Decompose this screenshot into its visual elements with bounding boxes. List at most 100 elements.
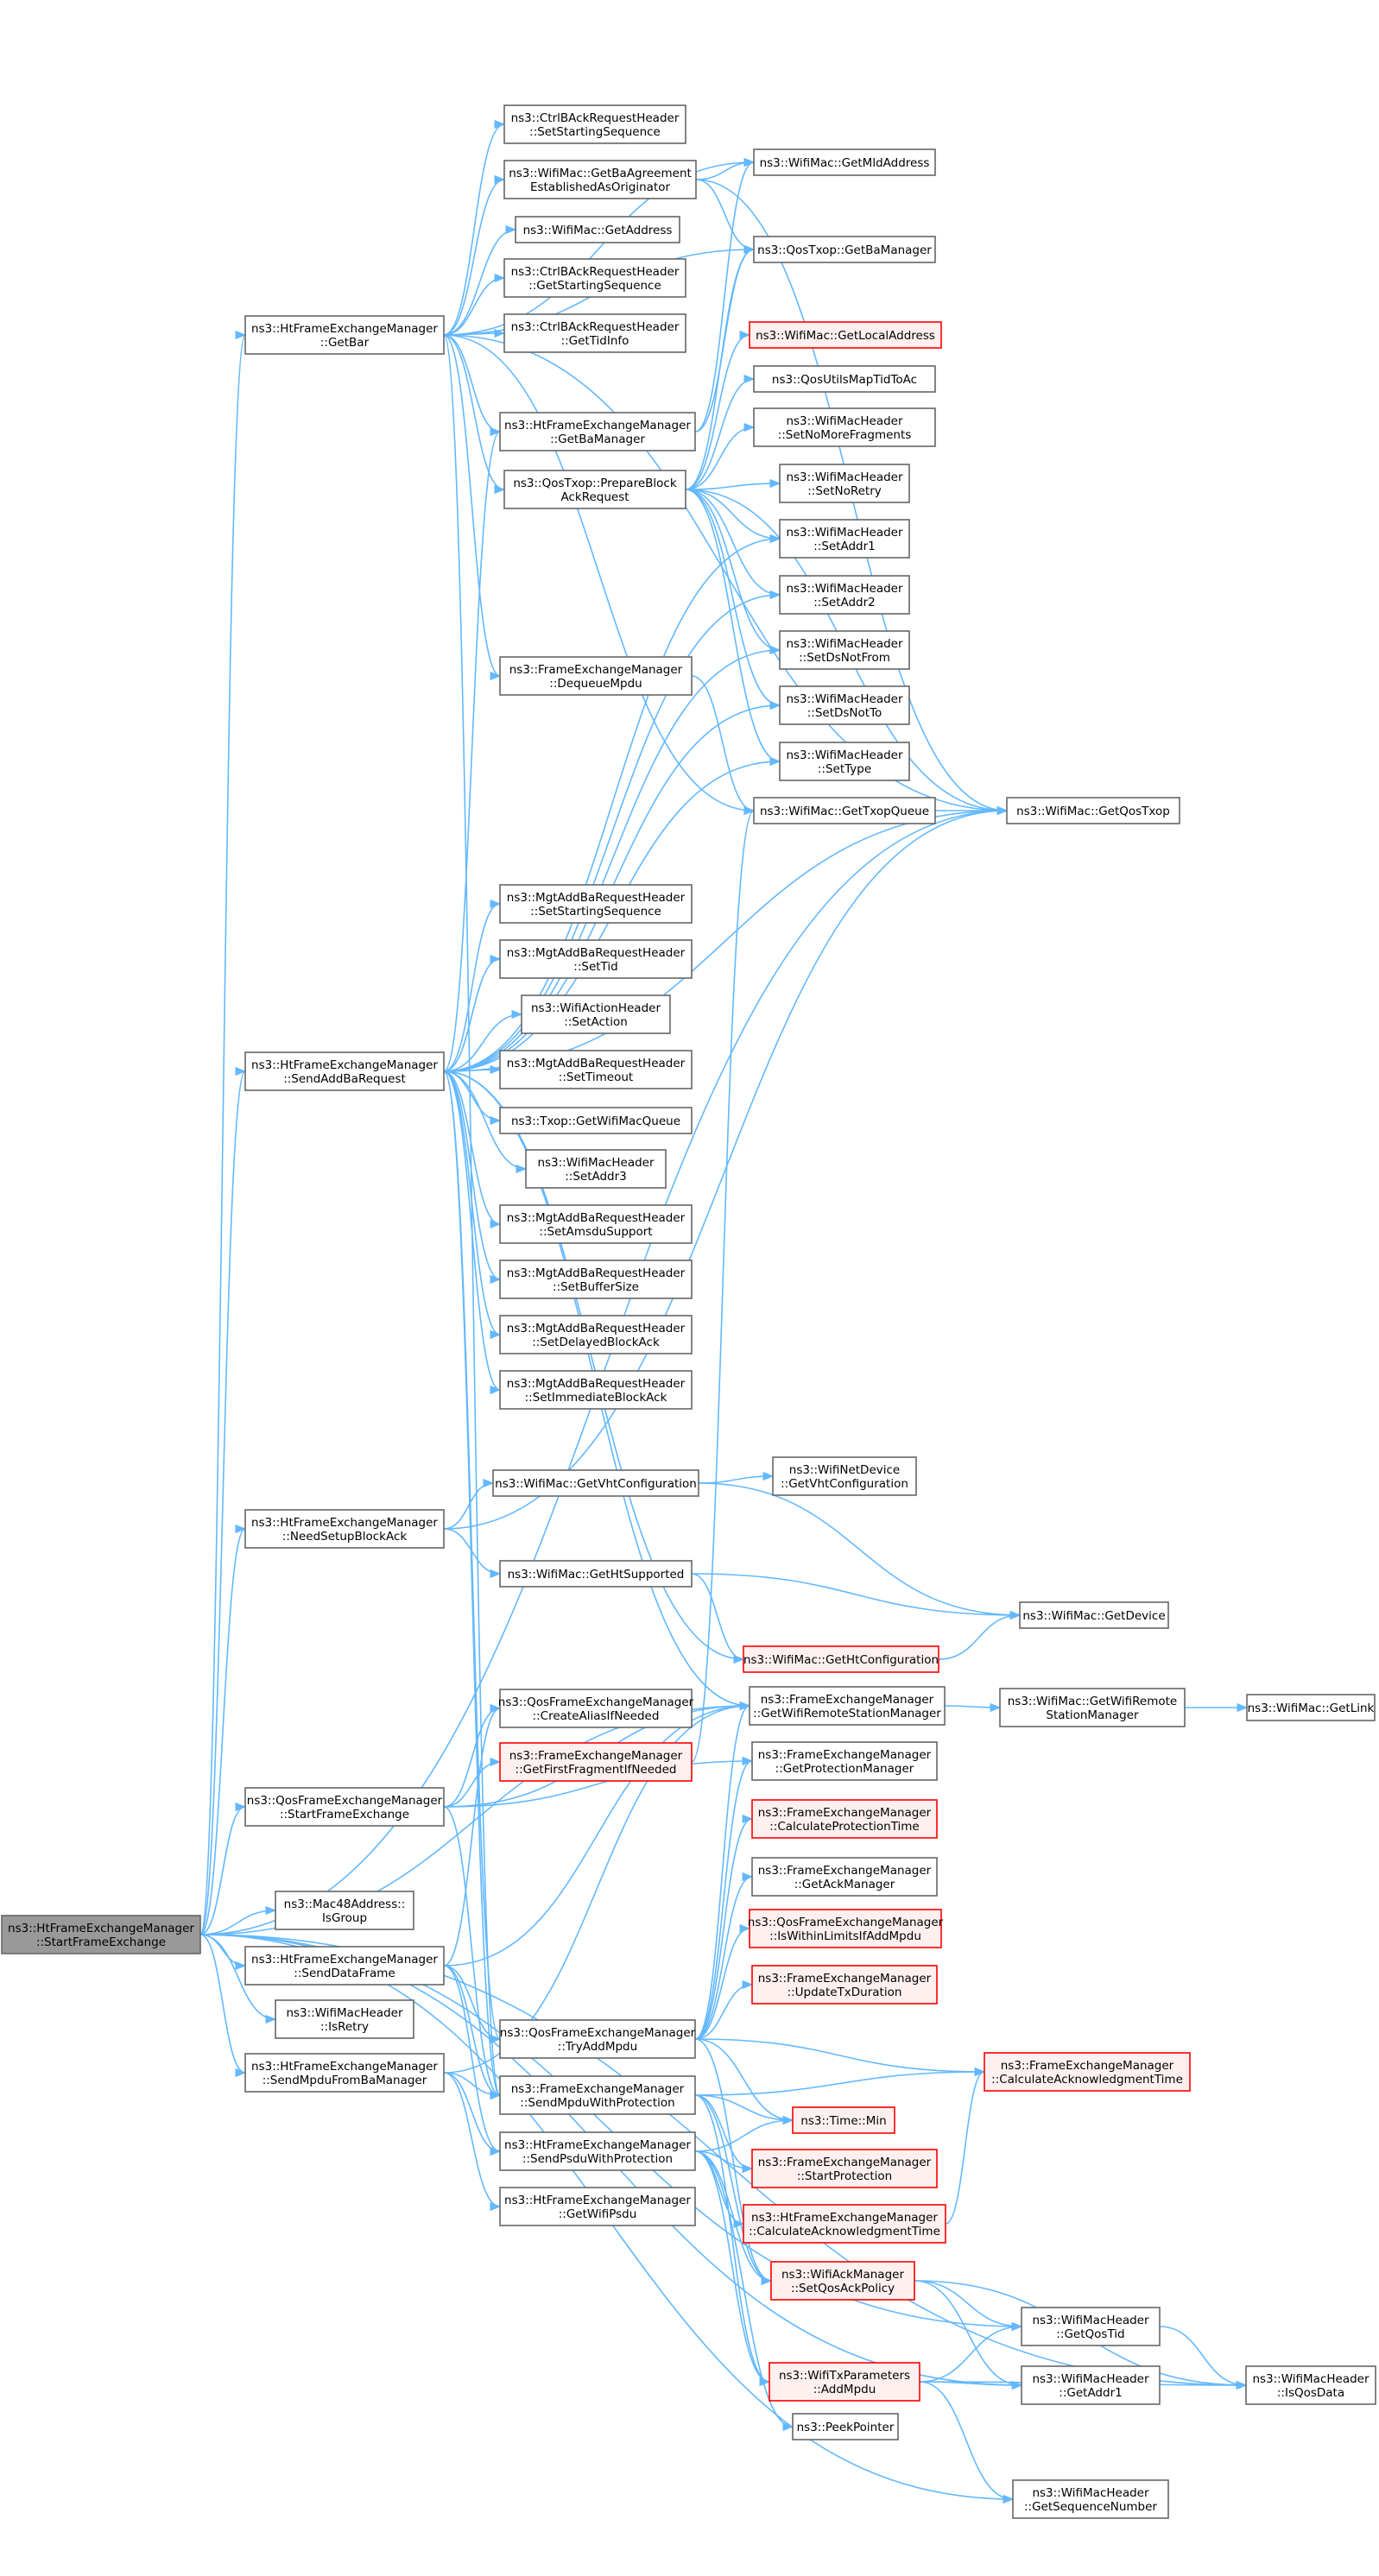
edge-sendaddba-to-setdsnofrom bbox=[443, 645, 781, 1072]
node-getwifimacq[interactable]: ns3::Txop::GetWifiMacQueue bbox=[499, 1107, 693, 1134]
node-setaction[interactable]: ns3::WifiActionHeader::SetAction bbox=[521, 994, 671, 1034]
edge-tryadd-to-updatetx bbox=[694, 1979, 754, 2040]
node-getlink[interactable]: ns3::WifiMac::GetLink bbox=[1246, 1694, 1376, 1721]
edge-tryadd-to-iswithin bbox=[694, 1923, 751, 2040]
node-needsetup[interactable]: ns3::HtFrameExchangeManager::NeedSetupBl… bbox=[244, 1509, 445, 1549]
edge-getbar-to-getbaagree bbox=[443, 174, 506, 336]
node-setdsnofrom[interactable]: ns3::WifiMacHeader::SetDsNotFrom bbox=[779, 630, 910, 670]
node-isgroup[interactable]: ns3::Mac48Address::IsGroup bbox=[275, 1891, 414, 1930]
node-getqostid[interactable]: ns3::WifiMacHeader::GetQosTid bbox=[1021, 2307, 1161, 2346]
node-setaddr1[interactable]: ns3::WifiMacHeader::SetAddr1 bbox=[779, 519, 910, 559]
node-ctrl_gettid[interactable]: ns3::CtrlBAckRequestHeader::GetTidInfo bbox=[503, 313, 686, 353]
node-setnoretry[interactable]: ns3::WifiMacHeader::SetNoRetry bbox=[779, 464, 910, 503]
node-mgt_setseq[interactable]: ns3::MgtAddBaRequestHeader::SetStartingS… bbox=[499, 884, 693, 924]
node-getackman[interactable]: ns3::FrameExchangeManager::GetAckManager bbox=[751, 1857, 938, 1897]
node-isqosdata[interactable]: ns3::WifiMacHeader::IsQosData bbox=[1245, 2365, 1376, 2405]
node-senddata[interactable]: ns3::HtFrameExchangeManager::SendDataFra… bbox=[244, 1946, 445, 1986]
node-calcprot[interactable]: ns3::FrameExchangeManager::CalculateProt… bbox=[751, 1799, 938, 1839]
edge-sendpsduprot-to-timemin bbox=[694, 2115, 794, 2152]
node-label-line: ::SetAddr1 bbox=[813, 540, 876, 553]
node-label-line: ns3::WifiMac::GetVhtConfiguration bbox=[495, 1477, 697, 1491]
node-iswithin[interactable]: ns3::QosFrameExchangeManager::IsWithinLi… bbox=[748, 1909, 944, 1948]
node-gethtsup[interactable]: ns3::WifiMac::GetHtSupported bbox=[499, 1560, 693, 1588]
node-setnomore[interactable]: ns3::WifiMacHeader::SetNoMoreFragments bbox=[753, 407, 936, 447]
node-getdevice[interactable]: ns3::WifiMac::GetDevice bbox=[1019, 1601, 1169, 1629]
node-box bbox=[503, 258, 686, 298]
node-qosstart[interactable]: ns3::QosFrameExchangeManager::StartFrame… bbox=[244, 1787, 445, 1827]
node-getbaagree[interactable]: ns3::WifiMac::GetBaAgreementEstablishedA… bbox=[503, 160, 697, 199]
node-box bbox=[999, 1688, 1186, 1727]
node-label-line: ns3::FrameExchangeManager bbox=[758, 1748, 932, 1762]
node-label-line: ns3::WifiMacHeader bbox=[537, 1156, 655, 1170]
node-getprotman[interactable]: ns3::FrameExchangeManager::GetProtection… bbox=[751, 1741, 938, 1781]
node-wnd_getvht[interactable]: ns3::WifiNetDevice::GetVhtConfiguration bbox=[772, 1456, 917, 1496]
node-root[interactable]: ns3::HtFrameExchangeManager::StartFrameE… bbox=[1, 1915, 201, 1954]
node-setqosack[interactable]: ns3::WifiAckManager::SetQosAckPolicy bbox=[770, 2261, 915, 2301]
node-addmpdu[interactable]: ns3::WifiTxParameters::AddMpdu bbox=[769, 2362, 920, 2402]
node-tryadd[interactable]: ns3::QosFrameExchangeManager::TryAddMpdu bbox=[499, 2019, 696, 2059]
node-createalias[interactable]: ns3::QosFrameExchangeManager::CreateAlia… bbox=[498, 1689, 694, 1728]
node-label-line: ::GetWifiPsdu bbox=[559, 2207, 637, 2221]
node-label-line: ns3::QosTxop::GetBaManager bbox=[757, 243, 932, 257]
node-label-line: ns3::WifiMac::GetBaAgreement bbox=[509, 167, 692, 180]
node-htgetbaman[interactable]: ns3::HtFrameExchangeManager::GetBaManage… bbox=[499, 412, 696, 451]
node-sendaddba[interactable]: ns3::HtFrameExchangeManager::SendAddBaRe… bbox=[244, 1051, 445, 1091]
node-getaddr1[interactable]: ns3::WifiMacHeader::GetAddr1 bbox=[1021, 2365, 1161, 2405]
node-setbuffer[interactable]: ns3::MgtAddBaRequestHeader::SetBufferSiz… bbox=[499, 1260, 693, 1299]
node-getqostxop[interactable]: ns3::WifiMac::GetQosTxop bbox=[1006, 797, 1180, 824]
node-setdelayed[interactable]: ns3::MgtAddBaRequestHeader::SetDelayedBl… bbox=[499, 1315, 693, 1354]
edge-sendaddba-to-setimmediate bbox=[443, 1070, 502, 1394]
node-setamsdu[interactable]: ns3::MgtAddBaRequestHeader::SetAmsduSupp… bbox=[499, 1204, 693, 1244]
node-getmld[interactable]: ns3::WifiMac::GetMldAddress bbox=[753, 148, 936, 176]
node-gettxopq[interactable]: ns3::WifiMac::GetTxopQueue bbox=[753, 797, 936, 824]
node-sendmpduprot[interactable]: ns3::FrameExchangeManager::SendMpduWithP… bbox=[499, 2075, 696, 2115]
node-box bbox=[1006, 797, 1180, 824]
node-mgt_settid[interactable]: ns3::MgtAddBaRequestHeader::SetTid bbox=[499, 939, 693, 979]
node-peekptr[interactable]: ns3::PeekPointer bbox=[792, 2413, 899, 2440]
node-sendmpduba[interactable]: ns3::HtFrameExchangeManager::SendMpduFro… bbox=[244, 2053, 445, 2093]
node-settype[interactable]: ns3::WifiMacHeader::SetType bbox=[779, 742, 910, 781]
node-getvht[interactable]: ns3::WifiMac::GetVhtConfiguration bbox=[492, 1469, 699, 1497]
node-label-line: ns3::WifiMacHeader bbox=[786, 748, 903, 762]
node-timemin[interactable]: ns3::Time::Min bbox=[792, 2106, 895, 2134]
node-getaddress[interactable]: ns3::WifiMac::GetAddress bbox=[515, 216, 680, 243]
node-qosgetbaman[interactable]: ns3::QosTxop::GetBaManager bbox=[753, 236, 936, 263]
node-label-line: ::StartFrameExchange bbox=[36, 1935, 166, 1949]
node-getseqnum[interactable]: ns3::WifiMacHeader::GetSequenceNumber bbox=[1012, 2479, 1169, 2519]
node-label-line: ::SetTimeout bbox=[559, 1070, 633, 1084]
node-setaddr3[interactable]: ns3::WifiMacHeader::SetAddr3 bbox=[525, 1149, 667, 1189]
node-label-line: ns3::MgtAddBaRequestHeader bbox=[507, 891, 686, 905]
edge-sendaddba-to-setaction bbox=[443, 1009, 523, 1072]
node-isretry[interactable]: ns3::WifiMacHeader::IsRetry bbox=[275, 1999, 414, 2039]
node-maptid[interactable]: ns3::QosUtilsMapTidToAc bbox=[753, 365, 936, 393]
node-label-line: StationManager bbox=[1046, 1708, 1139, 1722]
node-setdsnoto[interactable]: ns3::WifiMacHeader::SetDsNotTo bbox=[779, 685, 910, 725]
node-ctrl_setseq[interactable]: ns3::CtrlBAckRequestHeader::SetStartingS… bbox=[503, 104, 686, 144]
edge-qosstart-to-createalias bbox=[443, 1703, 502, 1808]
node-label-line: ns3::HtFrameExchangeManager bbox=[751, 2211, 938, 2225]
node-setaddr2[interactable]: ns3::WifiMacHeader::SetAddr2 bbox=[779, 575, 910, 615]
node-box bbox=[772, 1456, 917, 1496]
node-htcalcack[interactable]: ns3::HtFrameExchangeManager::CalculateAc… bbox=[743, 2204, 946, 2244]
node-startprot[interactable]: ns3::FrameExchangeManager::StartProtecti… bbox=[751, 2149, 938, 2188]
node-label-line: ::GetAddr1 bbox=[1059, 2386, 1122, 2400]
node-box bbox=[499, 1742, 693, 1782]
node-dequeue[interactable]: ns3::FrameExchangeManager::DequeueMpdu bbox=[499, 656, 693, 696]
node-setimmediate[interactable]: ns3::MgtAddBaRequestHeader::SetImmediate… bbox=[499, 1370, 693, 1410]
edge-sendaddba-to-setbuffer bbox=[443, 1070, 502, 1285]
node-getfirstfrag[interactable]: ns3::FrameExchangeManager::GetFirstFragm… bbox=[499, 1742, 693, 1782]
node-updatetx[interactable]: ns3::FrameExchangeManager::UpdateTxDurat… bbox=[751, 1965, 938, 2005]
node-fecalcack[interactable]: ns3::FrameExchangeManager::CalculateAckn… bbox=[984, 2052, 1191, 2092]
node-getwifipsdu[interactable]: ns3::HtFrameExchangeManager::GetWifiPsdu bbox=[499, 2187, 696, 2226]
node-sendpsduprot[interactable]: ns3::HtFrameExchangeManager::SendPsduWit… bbox=[499, 2131, 696, 2171]
node-getwifirsm[interactable]: ns3::WifiMac::GetWifiRemoteStationManage… bbox=[999, 1688, 1186, 1727]
node-label-line: ::SetAddr2 bbox=[813, 596, 876, 609]
node-gethtconf[interactable]: ns3::WifiMac::GetHtConfiguration bbox=[743, 1645, 939, 1673]
node-settimeout[interactable]: ns3::MgtAddBaRequestHeader::SetTimeout bbox=[499, 1050, 693, 1089]
node-getrsm[interactable]: ns3::FrameExchangeManager::GetWifiRemote… bbox=[749, 1686, 946, 1726]
node-getbar[interactable]: ns3::HtFrameExchangeManager::GetBar bbox=[244, 315, 445, 355]
edge-sendpsduprot-to-startprot bbox=[694, 2150, 754, 2174]
node-ctrl_getseq[interactable]: ns3::CtrlBAckRequestHeader::GetStartingS… bbox=[503, 258, 686, 298]
node-getlocal[interactable]: ns3::WifiMac::GetLocalAddress bbox=[749, 321, 942, 349]
